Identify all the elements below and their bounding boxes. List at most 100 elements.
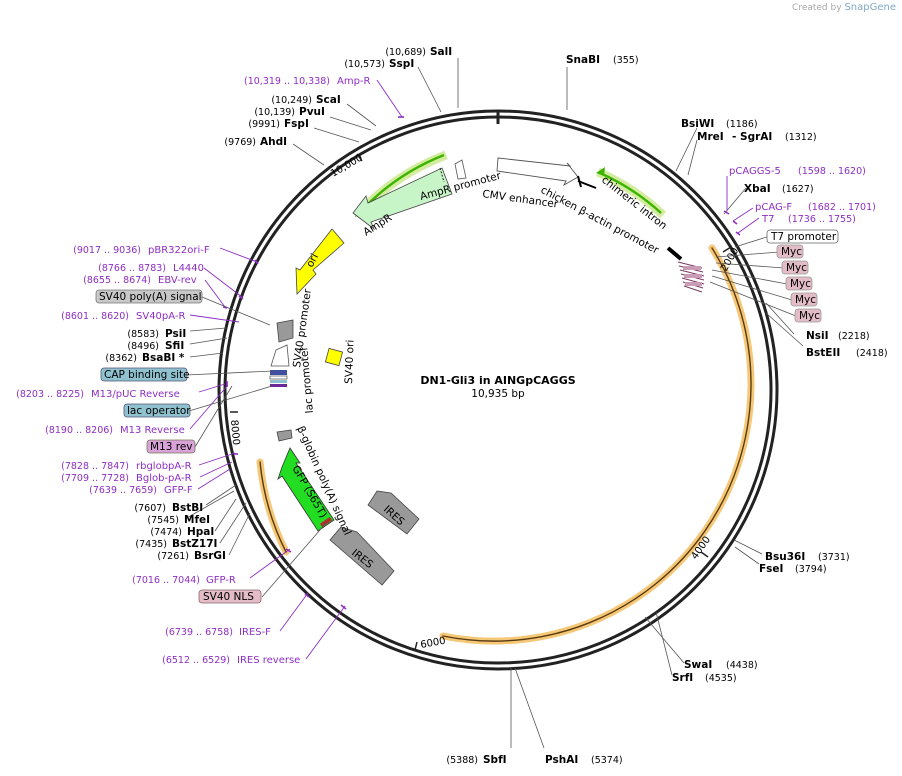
snapgene-brand: Created by SnapGene [792,2,896,13]
feature-labels: AmpR promoter AmpR CMV enhancer chicken … [289,170,669,572]
pshai-pos: (5374) [591,755,623,766]
innerv-label: MreI [697,131,724,143]
bstz17i-label: BstZ17I [172,538,217,550]
sv40par-pos: (8601 .. 8620) [61,311,129,322]
snabi-pos: (355) [613,55,639,66]
iresrev-label: IRES reverse [237,655,300,666]
pcaggs5-label: pCAGGS-5 [729,166,781,177]
scai-pos: (10,249) [271,95,312,106]
bsrgi-pos: (7261) [157,551,189,562]
sali-label: SalI [430,46,452,58]
rbglobpar-label: rbglobpA-R [136,461,192,472]
bstbi-label: BstBI [172,502,203,514]
bsrgi-label: BsrGI [194,550,226,562]
fsei-label: FseI [759,563,783,575]
ires-box-1 [367,490,420,535]
ebvrev-label: EBV-rev [158,275,197,286]
iresf-pos: (6739 .. 6758) [165,627,233,638]
fsei-pos: (3794) [795,564,827,575]
ampr-primer-pos: (10,319 .. 10,338) [244,76,330,87]
gfpf-label: GFP-F [164,485,193,496]
ori-arrow [295,228,345,295]
rbglobpar-pos: (7828 .. 7847) [61,461,129,472]
hpai-label: HpaI [187,526,214,538]
ebvrev-pos: (8655 .. 8674) [83,275,151,286]
nsii-pos: (2218) [838,331,870,342]
xbai-label: XbaI [744,183,771,195]
sgrai-label: - SgrAI [732,131,772,143]
hpai-pos: (7474) [150,527,182,538]
sali-pos: (10,689) [385,47,426,58]
swai-pos: (4438) [726,660,758,671]
primer-leaders [189,79,760,660]
t7-primer-label: T7 [761,214,774,225]
myc-label-4: Myc [795,294,816,306]
ampr-primer-label: Amp-R [337,76,371,87]
myc-label-1: Myc [781,246,802,258]
bsu36i-pos: (3731) [818,552,850,563]
label-sv40-ori: SV40 ori [343,339,357,384]
backbone [217,109,779,671]
bglobpar-label: Bglob-pA-R [136,473,192,484]
bsiwi-label: BsiWI [681,118,714,130]
cmv-enhancer-shape [496,157,579,187]
ahdi-pos: (9769) [224,137,256,148]
label-ori: ori [304,252,321,270]
iresf-label: IRES-F [239,627,271,638]
bsiwi-pos: (1186) [726,119,758,130]
myc-label-5: Myc [799,310,820,322]
fspi-label: FspI [284,118,309,130]
l4440-pos: (8766 .. 8783) [98,263,166,274]
primer-labels: (10,319 .. 10,338) Amp-R pCAGGS-5 (1598 … [16,76,876,666]
tick-8000: 8000 [228,419,241,445]
pcagf-pos: (1682 .. 1701) [808,202,876,213]
sv40-nls-label: SV40 NLS [203,591,254,603]
bsu36i-label: Bsu36I [765,551,805,563]
brand-name: SnapGene [844,2,896,13]
cap-site-label: CAP binding site [104,369,190,381]
sspi-label: SspI [389,58,414,70]
bstbi-pos: (7607) [134,503,166,514]
pshai-label: PshAI [545,754,578,766]
myc-label-3: Myc [790,278,811,290]
bsabi-pos: (8362) [105,353,137,364]
sfii-label: SfiI [165,340,184,352]
m13puc-pos: (8203 .. 8225) [16,389,84,400]
orf-highlight [256,244,755,645]
lac-operator-label: lac operator [127,405,191,417]
sv40-polya-label: SV40 poly(A) signal [99,291,202,303]
features [269,150,705,586]
gfpf-pos: (7639 .. 7659) [89,485,157,496]
enzyme-labels: (10,689) SalI (10,573) SspI SnaBI (355) … [105,46,887,766]
bsteii-label: BstEII [806,347,840,359]
boxed-feature-leaders [185,235,797,598]
swai-label: SwaI [684,659,712,671]
brand-prefix: Created by [792,3,842,13]
enzyme-leaders [184,58,804,749]
mfei-label: MfeI [184,514,210,526]
bsabi-label: BsaBI * [142,352,185,364]
tick-6000: 6000 [420,636,447,651]
pvui-label: PvuI [299,106,325,118]
ires-box-2 [329,526,395,586]
pcaggs5-pos: (1598 .. 1620) [798,166,866,177]
myc-label-2: Myc [786,262,807,274]
plasmid-name: DN1-Gli3 in AINGpCAGGS [420,374,575,387]
sfii-pos: (8496) [127,341,159,352]
m13reverse-label: M13 Reverse [120,425,185,436]
mfei-pos: (7545) [147,515,179,526]
t7-promoter-label: T7 promoter [770,231,837,243]
sbfi-pos: (5388) [446,755,478,766]
srfi-label: SrfI [672,672,693,684]
fspi-pos: (9991) [248,119,280,130]
m13reverse-pos: (8190 .. 8206) [45,425,113,436]
xbai-pos: (1627) [782,184,814,195]
gfp-arrow [277,447,335,532]
pvui-pos: (10,139) [254,107,295,118]
gfpr-label: GFP-R [206,575,236,586]
sv40par-label: SV40pA-R [136,311,185,322]
bsteii-pos: (2418) [856,348,888,359]
bstz17i-pos: (7435) [135,539,167,550]
psii-label: PsiI [165,328,186,340]
